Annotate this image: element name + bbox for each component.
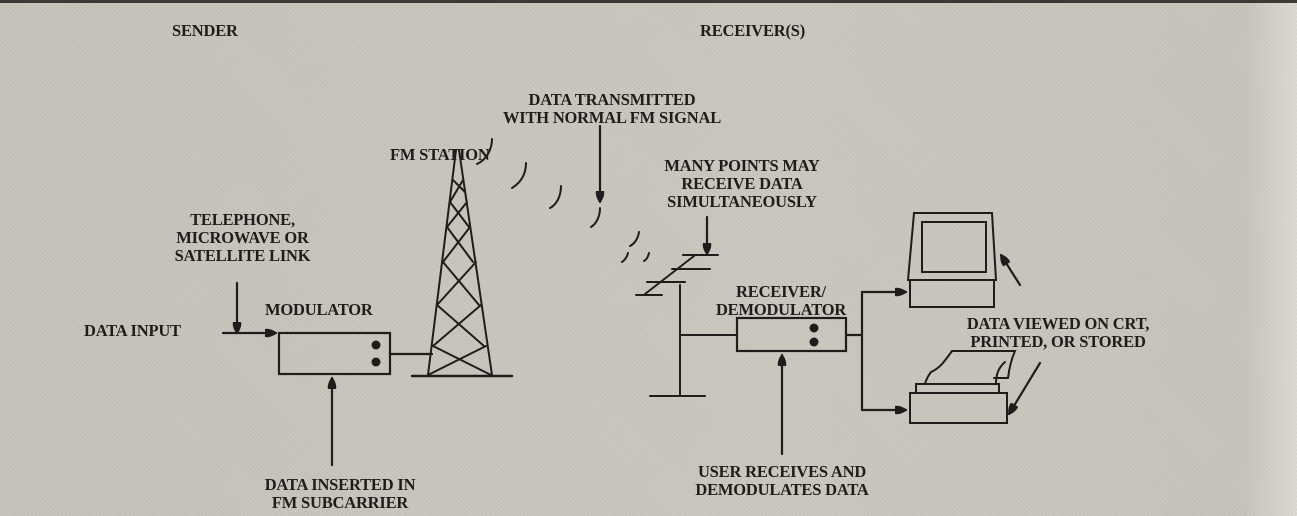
receiver-demod-line-1: RECEIVER/ [736,282,826,301]
demod-output-lines [844,287,908,415]
data-transmitted-label: DATA TRANSMITTED WITH NORMAL FM SIGNAL [477,91,747,127]
wave-5 [629,231,640,247]
modulator-box [277,331,392,376]
top-edge [0,0,1297,3]
wave-6 [643,252,650,262]
data-viewed-label: DATA VIEWED ON CRT, PRINTED, OR STORED [928,315,1188,351]
receivers-title: RECEIVER(S) [700,21,806,40]
data-inserted-line-1: DATA INSERTED IN [264,475,416,494]
user-receives-label: USER RECEIVES AND DEMODULATES DATA [662,463,902,499]
data-inserted-line-2: FM SUBCARRIER [271,493,409,512]
many-points-line-3: SIMULTANEOUSLY [667,192,817,211]
demod-indicator-1 [809,323,819,333]
data-viewed-arrows [999,253,1042,416]
link-line-2: MICROWAVE OR [176,228,309,247]
radio-waves [476,138,650,263]
antenna-icon [635,254,738,397]
demod-indicator-2 [809,337,819,347]
fm-tower-icon [410,149,514,378]
wave-7 [621,252,629,263]
modulator-label: MODULATOR [265,300,373,319]
many-points-label: MANY POINTS MAY RECEIVE DATA SIMULTANEOU… [632,157,852,211]
data-input-label: DATA INPUT [84,321,181,340]
data-viewed-line-2: PRINTED, OR STORED [970,332,1146,351]
data-inserted-label: DATA INSERTED IN FM SUBCARRIER [225,476,455,512]
data-transmitted-line-2: WITH NORMAL FM SIGNAL [502,108,722,127]
wave-3 [549,185,562,209]
crt-monitor-icon [906,212,998,308]
many-points-line-2: RECEIVE DATA [681,174,803,193]
wave-1 [476,138,493,165]
user-receives-line-2: DEMODULATES DATA [695,480,869,499]
data-transmitted-line-1: DATA TRANSMITTED [528,90,696,109]
link-label: TELEPHONE, MICROWAVE OR SATELLITE LINK [145,211,340,265]
link-line-1: TELEPHONE, [190,210,295,229]
modulator-indicator-1 [371,340,381,350]
fm-station-label: FM STATION [390,145,490,164]
many-points-line-1: MANY POINTS MAY [664,156,820,175]
receiver-demodulator-label: RECEIVER/ DEMODULATOR [681,283,881,319]
user-receives-line-1: USER RECEIVES AND [697,462,867,481]
receiver-demod-line-2: DEMODULATOR [715,300,847,319]
wave-4 [590,207,601,228]
link-line-3: SATELLITE LINK [174,246,311,265]
data-viewed-line-1: DATA VIEWED ON CRT, [966,314,1150,333]
modulator-indicator-2 [371,357,381,367]
receiver-demodulator-box [735,316,848,353]
sender-title: SENDER [172,21,238,40]
printer-icon [909,350,1017,424]
wave-2 [511,162,527,189]
